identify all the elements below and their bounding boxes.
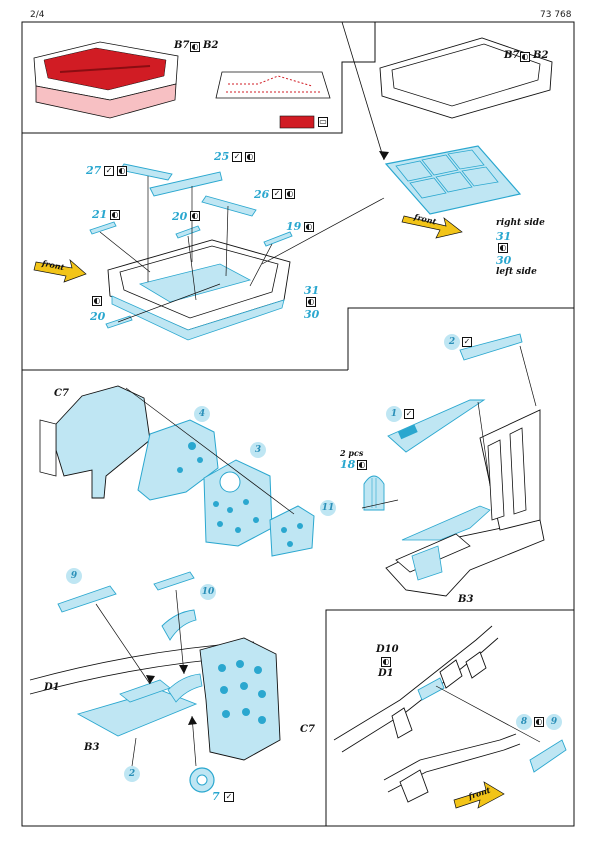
front-arrow-bottom bbox=[453, 781, 505, 809]
part-7-label: 7 bbox=[212, 790, 220, 803]
painted-icon: ◐ bbox=[190, 42, 200, 52]
c7-label-bottom: C7 bbox=[300, 724, 315, 735]
instrument-panel-part-4 bbox=[137, 419, 219, 501]
part-10-label: 10 bbox=[200, 584, 216, 600]
painted-icon: ◐ bbox=[304, 222, 314, 232]
instrument-panel-part-11 bbox=[269, 505, 315, 557]
part-21-label: 21 bbox=[92, 208, 108, 221]
canopy-actuator bbox=[333, 625, 521, 803]
b7-label-right: B7 bbox=[504, 50, 520, 61]
painted-icon: ◐ bbox=[498, 243, 508, 253]
painted-icon: ◐ bbox=[357, 460, 367, 470]
cockpit-assembly bbox=[29, 637, 281, 761]
seat-handle-part-18 bbox=[363, 475, 385, 511]
b7-label-left: B7 bbox=[174, 40, 190, 51]
checkmark-icon: ✓ bbox=[404, 409, 414, 419]
part-9-label-actuator: 9 bbox=[546, 714, 562, 730]
part-20-label-top: 20 bbox=[172, 210, 188, 223]
gauge-part-7 bbox=[189, 767, 215, 793]
part-9-label: 9 bbox=[66, 568, 82, 584]
page-number: 2/4 bbox=[30, 10, 45, 20]
painted-icon: ◐ bbox=[110, 210, 120, 220]
d1-label-actuator: D1 bbox=[378, 668, 394, 679]
right-side-label: right side bbox=[496, 218, 545, 228]
part-8-label: 8 bbox=[516, 714, 532, 730]
checkmark-icon: ✓ bbox=[224, 792, 234, 802]
part-27-label: 27 bbox=[86, 164, 102, 177]
part-31-label-mid: 31 bbox=[304, 284, 320, 297]
part-18-label: 18 bbox=[340, 458, 356, 471]
part-30-label-right: 30 bbox=[496, 254, 512, 267]
part-25-label: 25 bbox=[214, 150, 230, 163]
page-frame bbox=[21, 21, 575, 827]
part-25 bbox=[149, 171, 223, 197]
canopy-frame-clear bbox=[379, 37, 553, 119]
painted-icon: ◐ bbox=[92, 296, 102, 306]
part-1-label: 1 bbox=[386, 406, 402, 422]
canopy-detail-dots bbox=[215, 71, 331, 99]
checkmark-icon: ✓ bbox=[462, 337, 472, 347]
b2-label-left: B2 bbox=[203, 40, 219, 51]
seat-harness-part-1 bbox=[387, 399, 486, 453]
b3-label-cockpit: B3 bbox=[84, 742, 100, 753]
d1-label: D1 bbox=[44, 682, 60, 693]
part-3-label: 3 bbox=[250, 442, 266, 458]
actuator-pe-parts-8-9 bbox=[417, 677, 567, 773]
part-31-label-right: 31 bbox=[496, 230, 512, 243]
painted-icon: ◐ bbox=[520, 52, 530, 62]
painted-icon: ◐ bbox=[534, 717, 544, 727]
part-19-label: 19 bbox=[286, 220, 302, 233]
part-4-label: 4 bbox=[194, 406, 210, 422]
instrument-panel-c7 bbox=[39, 385, 151, 499]
front-arrow-right bbox=[401, 215, 463, 239]
seat-belts-part-2 bbox=[459, 333, 523, 361]
instrument-panel-part-3 bbox=[203, 459, 273, 547]
checkmark-icon: ✓ bbox=[232, 152, 242, 162]
canopy-frame-red bbox=[33, 41, 179, 119]
painted-icon: ◐ bbox=[381, 657, 391, 667]
ejection-seat bbox=[385, 409, 545, 597]
part-2-label-top: 2 bbox=[444, 334, 460, 350]
checkmark-icon: ✓ bbox=[272, 189, 282, 199]
part-11-label: 11 bbox=[320, 500, 336, 516]
canopy-glazing-fret bbox=[384, 145, 522, 215]
panel-part-10-strip bbox=[153, 571, 195, 591]
part-20a bbox=[175, 225, 201, 239]
kit-code: 73 768 bbox=[540, 10, 572, 20]
painted-icon: ◐ bbox=[117, 166, 127, 176]
part-30-label-mid: 30 bbox=[304, 308, 320, 321]
painted-icon: ◐ bbox=[190, 211, 200, 221]
panel-part-9 bbox=[57, 585, 117, 613]
b2-label-right: B2 bbox=[533, 50, 549, 61]
front-arrow-left bbox=[33, 259, 87, 283]
part-21 bbox=[89, 221, 117, 235]
part-26-label: 26 bbox=[254, 188, 270, 201]
two-pcs-label: 2 pcs bbox=[340, 448, 364, 458]
painted-icon: ◐ bbox=[306, 297, 316, 307]
part-26 bbox=[201, 195, 257, 217]
pe-strips bbox=[89, 163, 293, 329]
part-2-label-bottom: 2 bbox=[124, 766, 140, 782]
d10-label: D10 bbox=[376, 644, 399, 655]
c7-label-top: C7 bbox=[54, 388, 69, 399]
paint-film-icon: ▭ bbox=[318, 117, 328, 127]
b3-label-seat: B3 bbox=[458, 594, 474, 605]
part-19 bbox=[263, 231, 293, 247]
painted-icon: ◐ bbox=[285, 189, 295, 199]
part-27 bbox=[119, 163, 173, 181]
checkmark-icon: ✓ bbox=[104, 166, 114, 176]
red-paint-swatch bbox=[279, 115, 315, 129]
canopy-rail bbox=[107, 239, 291, 341]
part-20-label-bottom: 20 bbox=[90, 310, 106, 323]
left-side-label: left side bbox=[496, 267, 537, 277]
painted-icon: ◐ bbox=[245, 152, 255, 162]
